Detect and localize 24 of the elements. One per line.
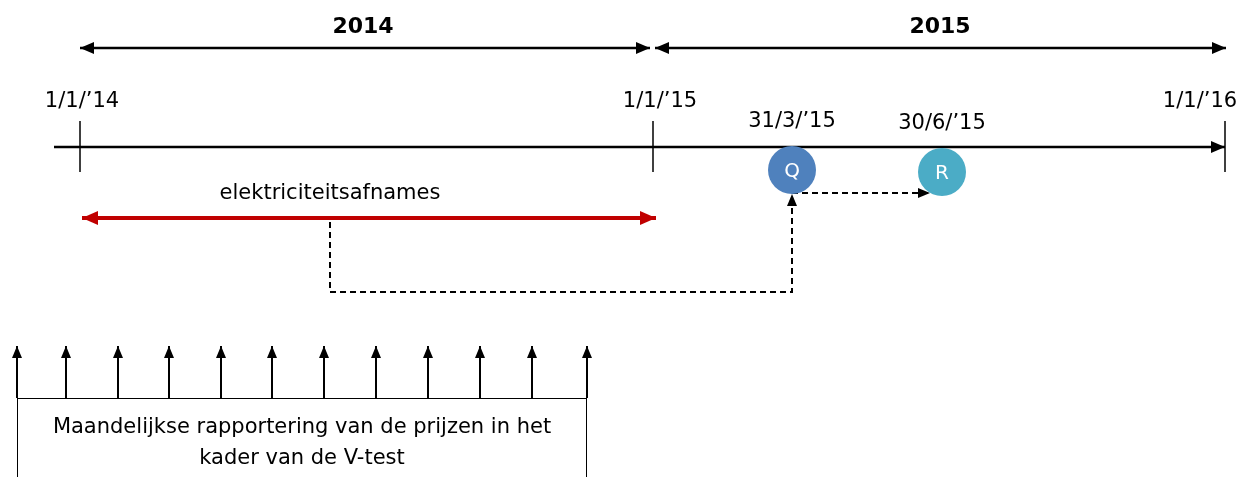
milestone-circle: R bbox=[918, 148, 966, 196]
arrow bbox=[12, 345, 22, 399]
date-label: 1/1/’14 bbox=[44, 88, 120, 113]
span-label: elektriciteitsafnames bbox=[219, 180, 441, 205]
date-label: 1/1/’15 bbox=[622, 88, 698, 113]
arrow bbox=[475, 345, 485, 399]
arrow bbox=[113, 345, 123, 399]
date-label: 31/3/’15 bbox=[748, 108, 836, 133]
arrow bbox=[61, 345, 71, 399]
arrow bbox=[216, 345, 226, 399]
arrow bbox=[582, 345, 592, 399]
arrow bbox=[164, 345, 174, 399]
arrow bbox=[423, 345, 433, 399]
year-label: 2014 bbox=[332, 13, 394, 39]
milestone-circle: Q bbox=[768, 146, 816, 194]
year-label: 2015 bbox=[909, 13, 971, 39]
report-box: Maandelijkse rapportering van de prijzen in het kader van de V-test bbox=[17, 398, 587, 477]
date-label: 30/6/’15 bbox=[898, 110, 986, 135]
arrow bbox=[319, 345, 329, 399]
arrow bbox=[371, 345, 381, 399]
date-label: 1/1/’16 bbox=[1162, 88, 1238, 113]
arrow bbox=[267, 345, 277, 399]
arrow bbox=[527, 345, 537, 399]
arrow bbox=[329, 193, 797, 293]
